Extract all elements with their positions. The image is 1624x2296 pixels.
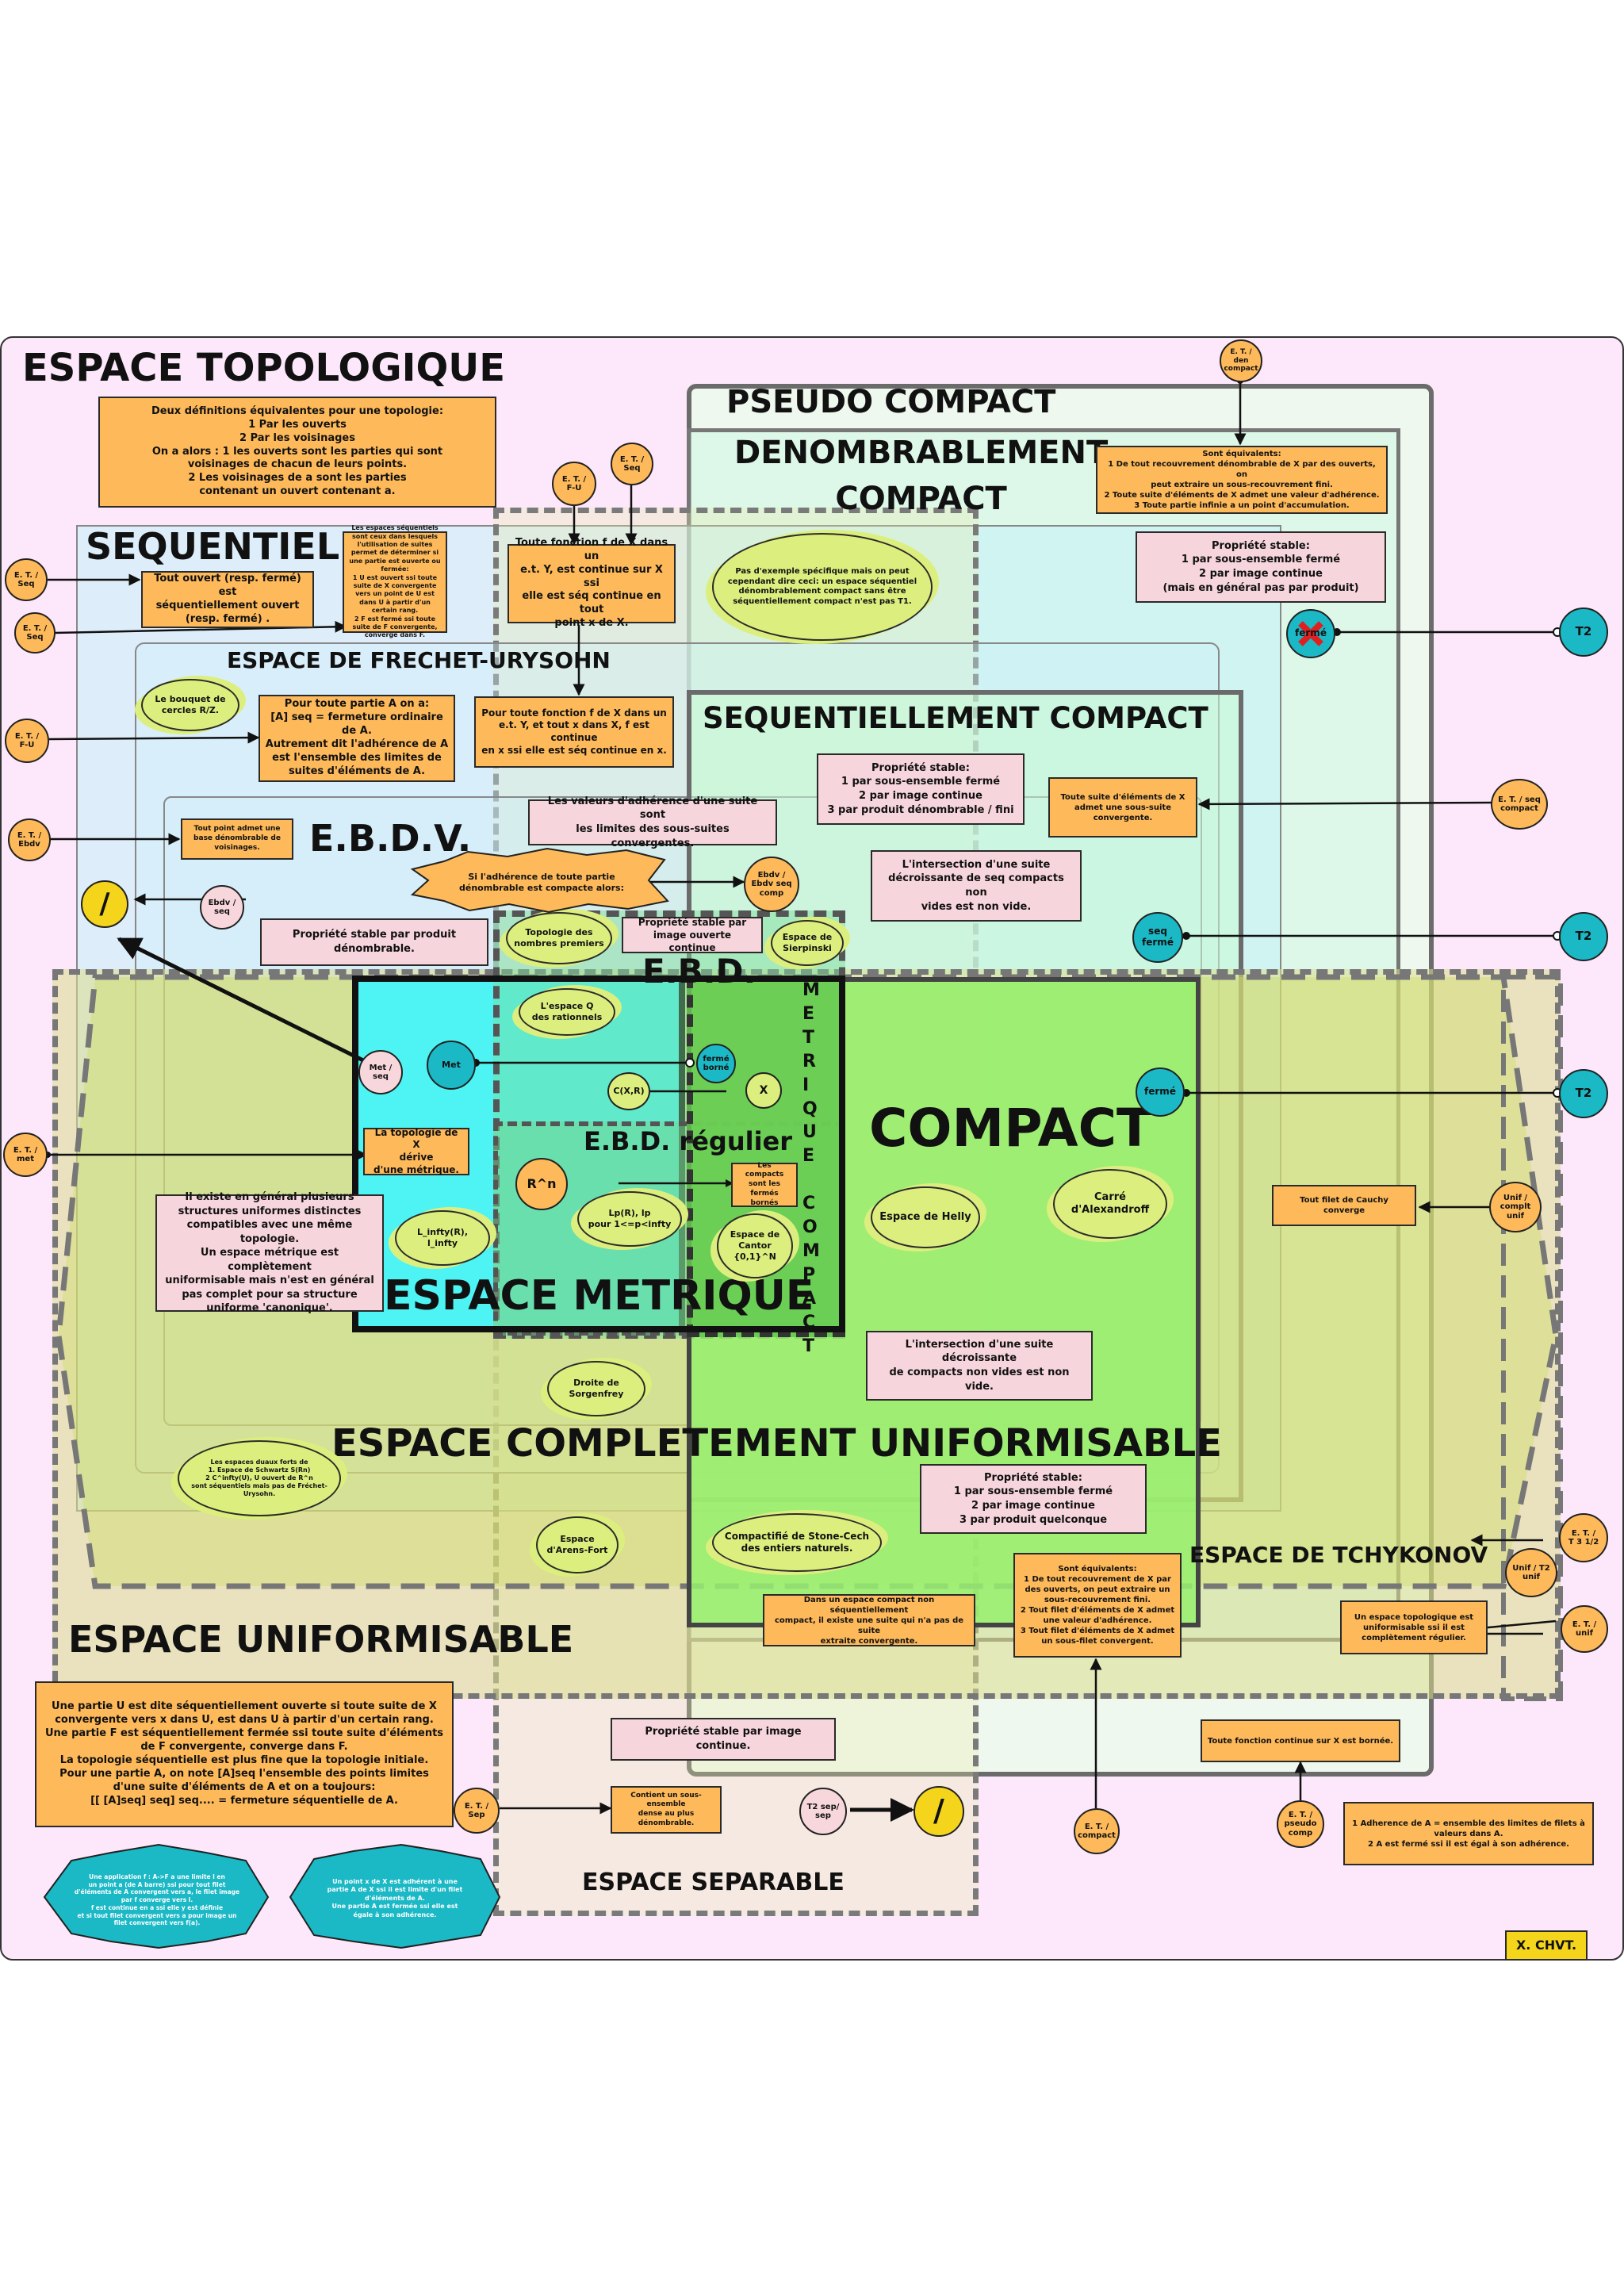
circle-t2-a[interactable]: T2 bbox=[1559, 608, 1608, 657]
example-cloud-sorgenfrey: Droite de Sorgenfrey bbox=[547, 1361, 645, 1416]
circle-unif-complt[interactable]: Unif / complt unif bbox=[1489, 1182, 1542, 1232]
pseudo-stable-box: Propriété stable: 1 par sous-ensemble fe… bbox=[1136, 531, 1386, 603]
continuity-sequential-box: Toute fonction f de X dans un e.t. Y, es… bbox=[508, 537, 676, 629]
tychonoff-regular-box: Un espace topologique est uniformisable … bbox=[1340, 1600, 1488, 1654]
bounded-function-box: Toute fonction continue sur X est bornée… bbox=[1201, 1719, 1400, 1762]
title-pseudo-compact: PSEUDO COMPACT bbox=[726, 384, 1056, 420]
open-image-box: Propriété stable par image ouverte conti… bbox=[622, 917, 763, 953]
pseudo-equivalences-box: Sont équivalents: 1 De tout recouvrement… bbox=[1096, 446, 1388, 514]
cauchy-box: Tout filet de Cauchy converge bbox=[1272, 1185, 1416, 1226]
compacts-closed-bounded-box: Les compacts sont les fermés bornés bbox=[731, 1162, 798, 1207]
circle-et-fu-top[interactable]: E. T. / F-U bbox=[552, 462, 596, 506]
circle-x[interactable]: X bbox=[745, 1072, 782, 1109]
title-topological-space: ESPACE TOPOLOGIQUE bbox=[22, 346, 506, 390]
seq-subsequence-box: Toute suite d'éléments de X admet une so… bbox=[1048, 777, 1197, 838]
compact-stable-box: Propriété stable: 1 par sous-ensemble fe… bbox=[920, 1464, 1147, 1534]
uniformisable-sequential-box: Une partie U est dite séquentiellement o… bbox=[35, 1681, 454, 1827]
adherence-subsequence-box: Les valeurs d'adhérence d'une suite sont… bbox=[528, 795, 777, 849]
compact-nonsequential-box: Dans un espace compact non séquentiellem… bbox=[763, 1594, 975, 1646]
starburst-adherent-point: Un point x de X est adhérent à une parti… bbox=[327, 1878, 463, 1918]
circle-et-ebdv[interactable]: E. T. / Ebdv bbox=[8, 818, 51, 861]
circle-t2-b[interactable]: T2 bbox=[1559, 912, 1608, 961]
circle-seq-ferme[interactable]: seq fermé bbox=[1132, 912, 1183, 963]
example-cloud-linfty: L_infty(R), l_infty bbox=[395, 1210, 490, 1266]
circle-et-fu[interactable]: E. T. / F-U bbox=[5, 719, 49, 763]
seqcompact-intersection-box: L'intersection d'une suite décroissante … bbox=[871, 850, 1082, 922]
title-separable: ESPACE SEPARABLE bbox=[582, 1869, 845, 1896]
circle-rn[interactable]: R^n bbox=[515, 1158, 568, 1210]
title-frechet-urysohn: ESPACE DE FRECHET-URYSOHN bbox=[227, 647, 611, 673]
circle-met[interactable]: Met bbox=[427, 1041, 476, 1090]
title-metric-compact: M E T R I Q U E C O M P A C T bbox=[802, 980, 820, 1356]
circle-et-seq-1[interactable]: E. T. / Seq bbox=[5, 558, 48, 601]
circle-et-sep[interactable]: E. T. / Sep bbox=[454, 1788, 500, 1834]
continuous-image-box: Propriété stable par image continue. bbox=[611, 1718, 836, 1761]
topology-definition-box: Deux définitions équivalentes pour une t… bbox=[98, 397, 496, 508]
circle-et-seq-2[interactable]: E. T. / Seq bbox=[14, 612, 56, 654]
circle-et-pseudo[interactable]: E. T. / pseudo comp bbox=[1277, 1800, 1324, 1848]
title-sequential: SEQUENTIEL bbox=[86, 525, 340, 568]
circle-ebdv-ebdv[interactable]: Ebdv / Ebdv seq comp bbox=[744, 857, 799, 912]
metric-topology-box: La topologie de X dérive d'une métrique. bbox=[363, 1127, 469, 1175]
fu-continuity-box: Pour toute fonction f de X dans un e.t. … bbox=[474, 696, 674, 768]
uniform-structures-box: Il existe en général plusieurs structure… bbox=[155, 1191, 384, 1314]
circle-et-seq-top[interactable]: E. T. / Seq bbox=[611, 443, 653, 485]
author-box: X. CHVT. bbox=[1505, 1930, 1588, 1961]
circle-ebdv-seq[interactable]: Ebdv / seq bbox=[200, 885, 244, 930]
title-tchykonov: ESPACE DE TCHYKONOV bbox=[1189, 1542, 1488, 1568]
circle-met-seq[interactable]: Met / seq bbox=[358, 1050, 403, 1094]
point-base-box: Tout point admet une base dénombrable de… bbox=[181, 818, 293, 860]
example-cloud-dual-spaces: Les espaces duaux forts de 1. Espace de … bbox=[178, 1440, 341, 1516]
title-compact: COMPACT bbox=[869, 1098, 1153, 1159]
circle-et-met[interactable]: E. T. / met bbox=[3, 1133, 48, 1177]
title-denombrablement-compact-text: DENOMBRABLEMENT COMPACT bbox=[734, 435, 1109, 517]
example-cloud-pas-ex: Pas d'exemple spécifique mais on peut ce… bbox=[712, 533, 933, 641]
title-metric-space: ESPACE METRIQUE bbox=[384, 1272, 814, 1320]
countable-product-box: Propriété stable par produit dénombrable… bbox=[260, 918, 488, 966]
starburst-application-limit: Une application f : A->F a une limite l … bbox=[74, 1872, 240, 1927]
title-denombrablement-compact: DENOMBRABLEMENT COMPACT bbox=[734, 430, 1108, 522]
example-cloud-prime-topology: Topologie des nombres premiers bbox=[506, 912, 612, 964]
title-ebd: E.B.D. bbox=[642, 952, 756, 991]
separable-dense-box: Contient un sous-ensemble dense au plus … bbox=[611, 1786, 722, 1834]
example-cloud-cantor: Espace de Cantor {0,1}^N bbox=[717, 1213, 793, 1278]
title-ebdv: E.B.D.V. bbox=[309, 817, 472, 860]
example-cloud-bouquet: Le bouquet de cercles R/Z. bbox=[141, 679, 239, 731]
sequential-note-box: Les espaces séquentiels sont ceux dans l… bbox=[343, 524, 447, 638]
circle-et-compact[interactable]: E. T. / compact bbox=[1074, 1808, 1120, 1854]
circle-t2-c[interactable]: T2 bbox=[1559, 1069, 1608, 1118]
cross-icon bbox=[1298, 621, 1323, 646]
circle-ferme-crossed[interactable]: fermé bbox=[1286, 609, 1335, 658]
title-ebd-regular: E.B.D. régulier bbox=[584, 1126, 793, 1156]
title-sequentially-compact: SEQUENTIELLEMENT COMPACT bbox=[703, 701, 1208, 735]
circle-t2-sep[interactable]: T2 sep/ sep bbox=[799, 1788, 847, 1835]
circle-et-den-compact[interactable]: E. T. / den compact bbox=[1220, 339, 1262, 382]
title-complete-uniformisable: ESPACE COMPLETEMENT UNIFORMISABLE bbox=[331, 1421, 1222, 1466]
seqcompact-stable-box: Propriété stable: 1 par sous-ensemble fe… bbox=[817, 753, 1025, 825]
circle-ferme-compact[interactable]: fermé bbox=[1136, 1068, 1185, 1117]
circle-cxr[interactable]: C(X,R) bbox=[607, 1072, 650, 1110]
seq-open-closed-box: Tout ouvert (resp. fermé) est séquentiel… bbox=[141, 571, 314, 628]
example-cloud-arens-fort: Espace d'Arens-Fort bbox=[536, 1516, 619, 1573]
starburst-adherence-compact: Si l'adhérence de toute partie dénombrab… bbox=[459, 871, 624, 893]
circle-et-seq-compact[interactable]: E. T. / seq compact bbox=[1491, 779, 1548, 830]
example-cloud-stone-cech: Compactifié de Stone-Cech des entiers na… bbox=[712, 1513, 882, 1572]
example-cloud-alexandroff: Carré d'Alexandroff bbox=[1053, 1169, 1167, 1239]
circle-et-unif[interactable]: E. T. / unif bbox=[1561, 1605, 1608, 1653]
circle-et-t312[interactable]: E. T. / T 3 1/2 bbox=[1559, 1513, 1608, 1562]
circle-slash-2[interactable]: / bbox=[914, 1786, 964, 1837]
circle-slash-1[interactable]: / bbox=[81, 880, 128, 928]
example-cloud-sierpinski: Espace de Sierpinski bbox=[771, 920, 844, 966]
example-cloud-rationals: L'espace Q des rationnels bbox=[519, 988, 615, 1036]
circle-unif-t2[interactable]: Unif / T2 unif bbox=[1505, 1548, 1557, 1597]
filets-box: 1 Adherence de A = ensemble des limites … bbox=[1343, 1802, 1594, 1865]
circle-ferme-borne[interactable]: fermé borné bbox=[696, 1044, 736, 1083]
compact-equivalences-box: Sont équivalents: 1 De tout recouvrement… bbox=[1013, 1553, 1182, 1658]
fu-adherence-box: Pour toute partie A on a: [A] seq = ferm… bbox=[259, 695, 455, 782]
example-cloud-lp: Lp(R), lp pour 1<=p<infty bbox=[577, 1191, 682, 1247]
compact-intersection-box: L'intersection d'une suite décroissante … bbox=[866, 1331, 1093, 1401]
example-cloud-helly: Espace de Helly bbox=[871, 1186, 980, 1248]
title-uniformisable: ESPACE UNIFORMISABLE bbox=[68, 1618, 574, 1661]
